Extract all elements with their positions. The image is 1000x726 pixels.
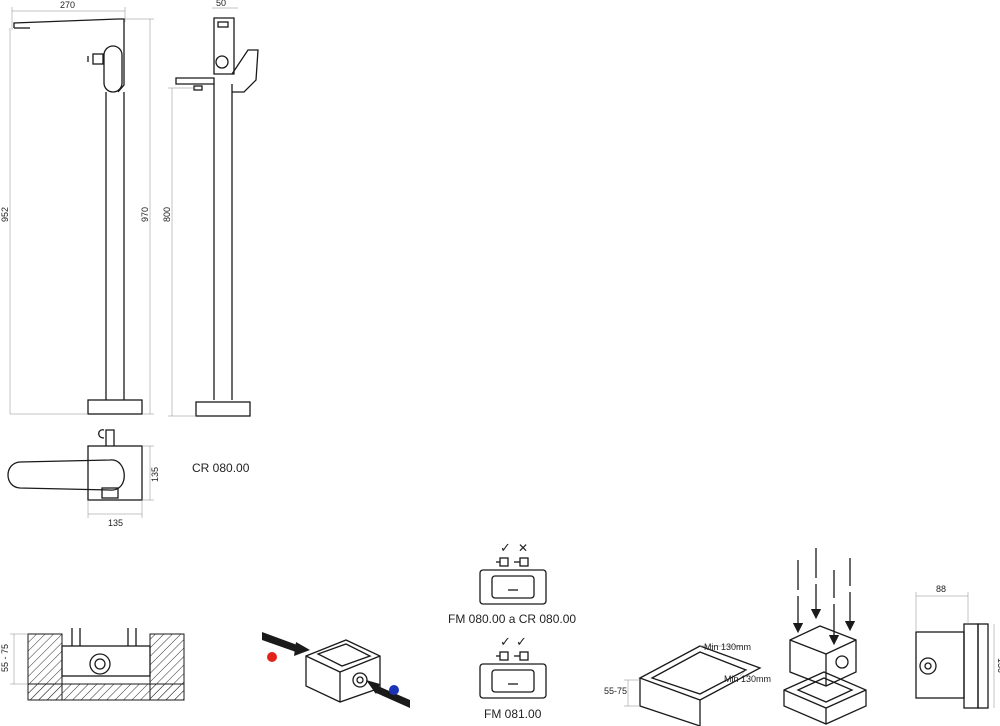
kit-b-diagram: ✓ ✓ FM 081.00 bbox=[479, 634, 547, 721]
box-side-view: 88 130 bbox=[915, 584, 1000, 709]
front-view: 270 952 970 bbox=[0, 0, 154, 415]
dim-spout-height: 800 bbox=[162, 207, 172, 222]
dim-box-height: 130 bbox=[996, 658, 1000, 673]
connection-box-view bbox=[262, 632, 410, 708]
model-label: CR 080.00 bbox=[192, 461, 250, 475]
dim-front-width: 270 bbox=[60, 0, 75, 10]
dim-base-height: 135 bbox=[150, 467, 160, 482]
dim-recess-depth: 55-75 bbox=[604, 686, 627, 696]
kit-a-diagram: ✓ ✕ FM 080.00 a CR 080.00 bbox=[448, 540, 576, 626]
check-icon: ✓ bbox=[516, 634, 527, 649]
dim-box-width: 88 bbox=[936, 584, 946, 594]
hot-water-indicator bbox=[267, 652, 277, 662]
dim-recess-min-b: Min 130mm bbox=[724, 674, 771, 684]
dim-box-depth: 55 - 75 bbox=[0, 644, 10, 672]
dim-recess-min-a: Min 130mm bbox=[704, 642, 751, 652]
floor-section-view: 55 - 75 bbox=[0, 628, 185, 701]
dim-total-height-952: 952 bbox=[0, 207, 10, 222]
mounting-view bbox=[783, 548, 867, 725]
check-icon: ✓ bbox=[500, 540, 511, 555]
dim-base-width: 135 bbox=[108, 518, 123, 528]
dim-side-depth: 50 bbox=[216, 0, 226, 8]
check-icon: ✓ bbox=[500, 634, 511, 649]
side-view: 50 800 bbox=[162, 0, 259, 417]
cold-water-indicator bbox=[389, 685, 399, 695]
kit-b-label: FM 081.00 bbox=[484, 707, 542, 721]
cross-icon: ✕ bbox=[518, 541, 528, 555]
top-view: 135 135 bbox=[7, 429, 160, 528]
kit-a-label: FM 080.00 a CR 080.00 bbox=[448, 612, 576, 626]
dim-height-970: 970 bbox=[140, 207, 150, 222]
floor-recess-view: Min 130mm Min 130mm 55-75 bbox=[604, 642, 771, 726]
